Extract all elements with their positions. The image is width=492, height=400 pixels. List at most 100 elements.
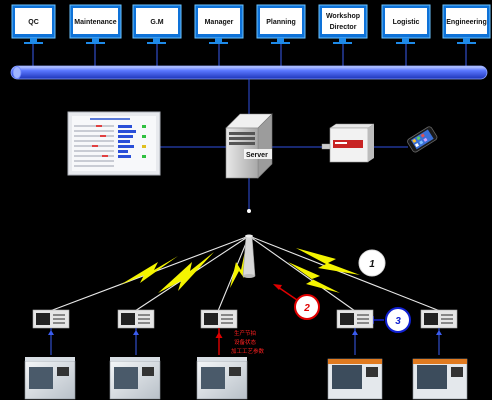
gateway-device-icon	[329, 123, 375, 129]
machine-accent	[328, 359, 382, 364]
badge-2: 2	[294, 294, 320, 320]
terminal-key	[357, 318, 369, 320]
cnc-machine-2[interactable]	[109, 357, 161, 400]
monitor-screen	[385, 8, 427, 34]
antenna-top	[245, 234, 253, 238]
junction-dot	[247, 209, 251, 213]
terminal-row	[32, 309, 458, 329]
bolt-icon	[288, 262, 340, 293]
dashboard-mark	[102, 155, 108, 157]
monitor-gm[interactable]: G.M	[132, 4, 182, 44]
monitor-engineering[interactable]: Engineering	[442, 4, 491, 44]
ray-to-terminal-5	[248, 235, 441, 312]
monitor-label-line1: Workshop	[326, 13, 360, 20]
gateway-red-band	[333, 140, 363, 148]
machine-window	[417, 365, 447, 389]
terminal-key	[357, 322, 369, 324]
monitor-stand	[339, 38, 346, 42]
monitor-stand	[402, 38, 409, 42]
machine-window	[332, 365, 362, 389]
badge-circle	[385, 307, 411, 333]
dashboard-mark	[96, 125, 102, 127]
dashboard-row	[74, 135, 114, 137]
terminal-2[interactable]	[117, 309, 155, 329]
cnc-machine-3[interactable]	[196, 357, 248, 400]
monitor-base	[333, 42, 352, 44]
monitor-stand	[463, 38, 470, 42]
dashboard-row	[74, 125, 114, 127]
dashboard-header	[90, 118, 130, 120]
monitor-base	[396, 42, 415, 44]
terminal-key	[441, 322, 453, 324]
arrow-up-icon	[133, 330, 139, 335]
server[interactable]: Server	[225, 113, 273, 179]
wireless-signals	[120, 246, 360, 293]
dashboard-status-dot	[142, 145, 146, 148]
dashboard-status-dot	[142, 125, 146, 128]
dashboard-row	[74, 150, 114, 152]
monitor-base	[147, 42, 166, 44]
server-label-bg	[244, 149, 272, 159]
note-line: 生产节拍	[234, 329, 256, 337]
terminal-5[interactable]	[420, 309, 458, 329]
note-line: 设备状态	[234, 338, 257, 346]
app-icon	[412, 138, 417, 143]
monitor-screen	[73, 8, 118, 34]
terminal-key	[441, 318, 453, 320]
app-icon	[416, 136, 421, 141]
terminal-screen	[121, 313, 135, 325]
monitor-manager[interactable]: Manager	[194, 4, 244, 44]
terminal-screen	[424, 313, 438, 325]
arrow-up-icon	[352, 330, 358, 335]
monitor-label: Logistic	[393, 19, 420, 26]
server-drive-bay	[229, 142, 255, 145]
machine-top	[25, 357, 75, 361]
ray-to-terminal-4	[248, 235, 356, 312]
badge-label: 2	[303, 303, 310, 314]
note-line: 加工工艺参数	[231, 347, 265, 355]
backbone-cap-left	[12, 66, 22, 79]
dashboard-row	[74, 130, 114, 132]
backbone-bar	[10, 65, 488, 80]
dashboard-screen[interactable]	[67, 111, 161, 176]
antenna-base	[243, 274, 255, 278]
wireless-antenna[interactable]	[242, 234, 256, 279]
machine-note: 生产节拍 设备状态 加工工艺参数	[231, 329, 265, 355]
terminal-3[interactable]	[200, 309, 238, 329]
machine-panel	[229, 367, 241, 376]
smartphone[interactable]	[406, 126, 438, 154]
terminal-4[interactable]	[336, 309, 374, 329]
monitor-label: Maintenance	[74, 19, 117, 26]
machine-window	[114, 367, 138, 389]
dashboard-bar	[118, 150, 128, 153]
monitor-logistic[interactable]: Logistic	[381, 4, 431, 44]
dashboard-bar	[118, 125, 132, 128]
monitor-base	[271, 42, 290, 44]
monitor-label-line2: Director	[330, 24, 357, 31]
gateway-device[interactable]	[321, 123, 375, 163]
terminal-screen	[36, 313, 50, 325]
cnc-machine-1[interactable]	[24, 357, 76, 400]
monitor-base	[24, 42, 43, 44]
monitor-screen	[198, 8, 240, 34]
dashboard-bar	[118, 130, 136, 133]
terminal-1[interactable]	[32, 309, 70, 329]
dashboard-mark	[92, 145, 98, 147]
dashboard-bars	[118, 125, 136, 158]
terminal-key	[357, 314, 369, 316]
monitor-planning[interactable]: Planning	[256, 4, 306, 44]
monitor-workshop-director[interactable]: Workshop Director	[318, 4, 368, 44]
monitor-screen	[260, 8, 302, 34]
monitor-qc[interactable]: QC	[11, 4, 56, 44]
badge-circle	[358, 249, 386, 277]
terminal-key	[221, 322, 233, 324]
server-label: Server	[246, 152, 268, 159]
dashboard-status	[142, 125, 146, 158]
machine-window	[29, 367, 53, 389]
arrow-head-icon	[273, 284, 282, 290]
monitor-maintenance[interactable]: Maintenance	[69, 4, 122, 44]
cnc-machine-5[interactable]	[412, 358, 468, 400]
dashboard-row	[74, 165, 114, 167]
cnc-machine-4[interactable]	[327, 358, 383, 400]
terminal-key	[138, 314, 150, 316]
